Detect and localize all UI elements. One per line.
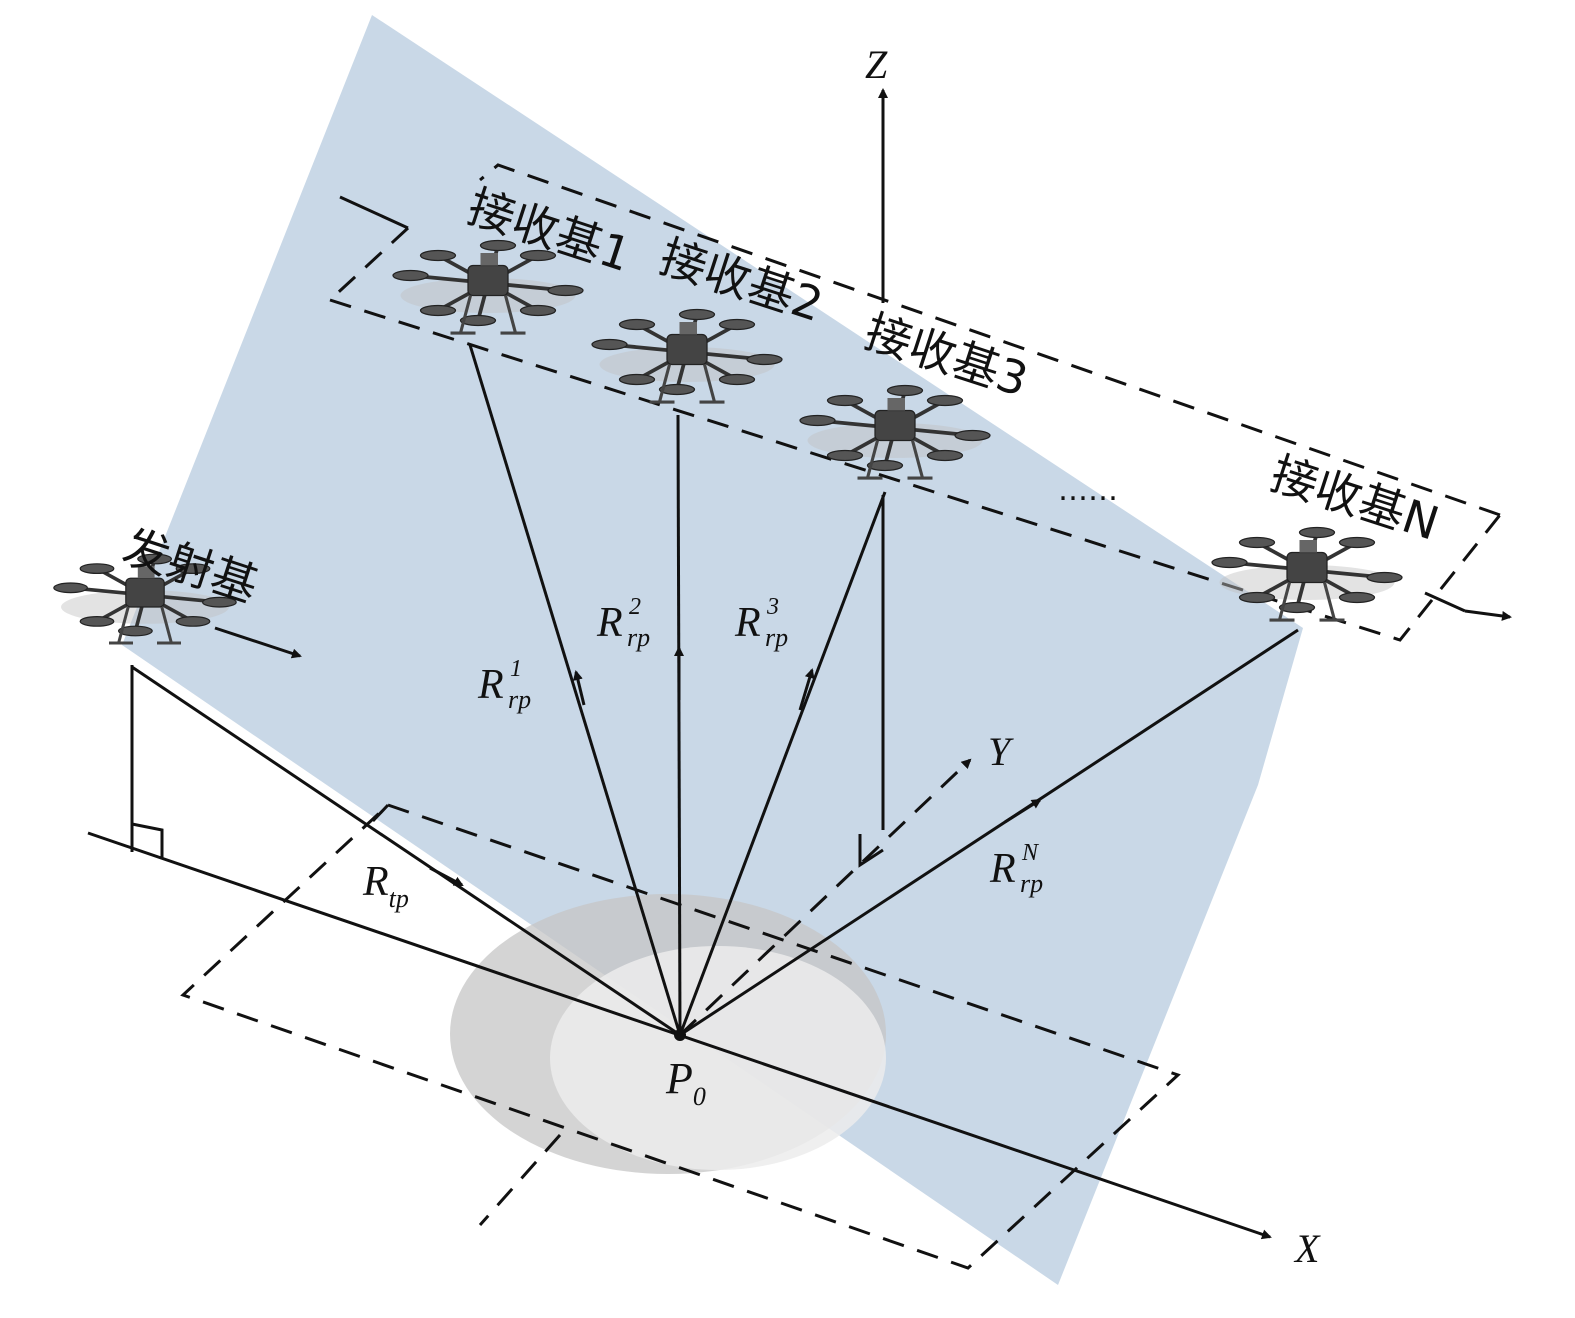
tx-right-angle — [131, 822, 164, 858]
p0-label: P0 — [665, 1054, 706, 1111]
receiver-bracket-right — [1424, 591, 1466, 613]
tx-motion-arrow — [214, 626, 302, 659]
y-axis-label: Y — [988, 729, 1014, 774]
rx3-right-angle — [858, 834, 884, 868]
rxN-range-arrow — [1004, 798, 1042, 824]
receiver-baseline-dashed — [328, 163, 1502, 642]
rx1-range-line — [468, 344, 682, 1036]
svg-text:R: R — [596, 600, 623, 646]
receiver-ellipsis: …… — [1058, 473, 1118, 508]
svg-text:rp: rp — [1020, 869, 1043, 898]
range-rx2-label: R 2 rp — [596, 594, 650, 652]
observation-plane — [122, 15, 1303, 1285]
svg-text:rp: rp — [627, 623, 650, 652]
svg-text:3: 3 — [766, 594, 779, 620]
receiver-motion-arrow — [1464, 609, 1512, 621]
rx2-range-line — [676, 414, 682, 1036]
range-rxN-label: R N rp — [989, 840, 1043, 898]
tx-range-path — [131, 665, 681, 1037]
svg-text:R: R — [989, 846, 1016, 892]
rx3-range-arrow — [798, 668, 815, 711]
receiver-bracket-top — [339, 195, 409, 230]
tx-range-arrow — [429, 866, 464, 887]
footprint-inner — [550, 946, 886, 1170]
receiver-N-label: 接收基N — [1265, 446, 1446, 551]
svg-text:R: R — [734, 600, 761, 646]
svg-text:R: R — [477, 662, 504, 708]
svg-text:1: 1 — [510, 656, 522, 682]
svg-text:rp: rp — [765, 623, 788, 652]
x-axis-label: X — [1293, 1226, 1321, 1271]
svg-text:2: 2 — [629, 594, 641, 620]
rxN-range-line — [679, 628, 1299, 1037]
svg-text:rp: rp — [508, 685, 531, 714]
p0-point — [674, 1029, 686, 1041]
rx3-range-line — [678, 491, 887, 1036]
z-axis-label: Z — [865, 42, 888, 87]
rx1-range-arrow — [573, 670, 586, 706]
range-rx1-label: R 1 rp — [477, 656, 531, 714]
range-rx3-label: R 3 rp — [734, 594, 788, 652]
ground-dashed-tick-left — [369, 803, 390, 825]
svg-text:N: N — [1021, 840, 1040, 866]
y-axis — [678, 758, 972, 1037]
range-tx-label: Rtp — [362, 859, 409, 913]
ground-dashed-plane — [180, 803, 1181, 1270]
ground-dashed-tick-bottom — [478, 1134, 562, 1226]
